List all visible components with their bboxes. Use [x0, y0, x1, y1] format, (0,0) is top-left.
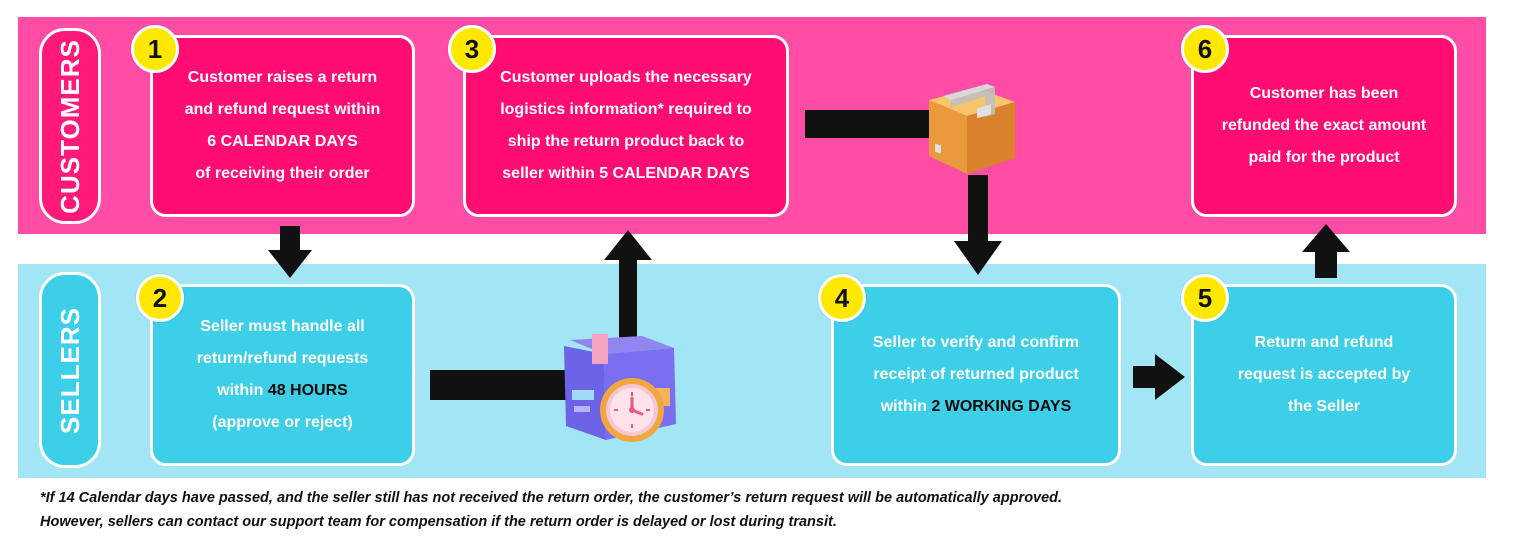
- step-3-text-line-4: seller within 5 CALENDAR DAYS: [502, 158, 749, 190]
- step-3-card: Customer uploads the necessary logistics…: [463, 35, 789, 217]
- package-box-icon: [929, 84, 1015, 174]
- step-5-badge: 5: [1181, 274, 1229, 322]
- step-1-emphasis: 6 CALENDAR DAYS: [207, 133, 358, 150]
- arrow-step4-to-step5: [1133, 354, 1185, 400]
- step-3-text-line-3: ship the return product back to: [507, 133, 745, 150]
- step-2-emphasis: 48 HOURS: [267, 382, 348, 399]
- step-2-card: Seller must handle all return/refund req…: [150, 284, 415, 466]
- step-5-text-line-3: the Seller: [1287, 398, 1361, 415]
- step-3-emphasis: 5 CALENDAR DAYS: [599, 165, 750, 182]
- arrow-step5-to-step6: [1302, 224, 1350, 278]
- step-5-text-line-1: Return and refund: [1254, 334, 1394, 351]
- sellers-lane-label: SELLERS: [39, 272, 101, 468]
- step-1-badge: 1: [131, 25, 179, 73]
- sellers-lane-title: SELLERS: [54, 306, 85, 434]
- footnote-line-1: *If 14 Calendar days have passed, and th…: [40, 490, 1063, 506]
- step-4-text-line-3: within 2 WORKING DAYS: [881, 391, 1072, 423]
- step-5-card: Return and refund request is accepted by…: [1191, 284, 1457, 466]
- step-5-number: 5: [1197, 282, 1213, 313]
- step-2-text-line-2: return/refund requests: [196, 350, 369, 367]
- step-6-text-line-3: paid for the product: [1248, 149, 1400, 166]
- arrow-package-to-step4: [954, 175, 1002, 275]
- step-3-number: 3: [464, 33, 480, 64]
- step-6-badge: 6: [1181, 25, 1229, 73]
- step-5-text-line-2: request is accepted by: [1237, 366, 1411, 383]
- step-2-prefix: within: [217, 382, 268, 399]
- step-3-text-line-1: Customer uploads the necessary: [500, 69, 752, 86]
- footnote-line-2: However, sellers can contact our support…: [40, 514, 837, 530]
- arrow-box-to-step3: [604, 230, 652, 340]
- step-2-text-line-1: Seller must handle all: [200, 318, 365, 335]
- step-4-text-line-2: receipt of returned product: [873, 366, 1079, 383]
- step-3-badge: 3: [448, 25, 496, 73]
- step-1-number: 1: [147, 33, 163, 64]
- step-4-text-line-1: Seller to verify and confirm: [872, 334, 1080, 351]
- step-4-number: 4: [834, 282, 850, 313]
- step-4-badge: 4: [818, 274, 866, 322]
- box-with-clock-icon: [564, 334, 676, 442]
- step-2-number: 2: [152, 282, 168, 313]
- step-2-text-line-3: within 48 HOURS: [217, 375, 348, 407]
- step-2-text-line-4: (approve or reject): [212, 414, 353, 431]
- step-6-number: 6: [1197, 33, 1213, 64]
- customers-lane-title: CUSTOMERS: [54, 38, 85, 214]
- step-6-card: Customer has been refunded the exact amo…: [1191, 35, 1457, 217]
- step-3-prefix: seller within: [502, 165, 600, 182]
- step-4-card: Seller to verify and confirm receipt of …: [831, 284, 1121, 466]
- customers-lane-label: CUSTOMERS: [39, 28, 101, 224]
- step-3-text-line-2: logistics information* required to: [500, 101, 752, 118]
- step-4-emphasis: 2 WORKING DAYS: [931, 398, 1072, 415]
- footnote: *If 14 Calendar days have passed, and th…: [40, 486, 1062, 534]
- step-1-text-line-2: and refund request within: [184, 101, 381, 118]
- step-6-text-line-1: Customer has been: [1249, 85, 1399, 102]
- step-1-card: Customer raises a return and refund requ…: [150, 35, 415, 217]
- step-1-text-line-3: of receiving their order: [195, 165, 370, 182]
- step-4-prefix: within: [880, 398, 932, 415]
- step-6-text-line-2: refunded the exact amount: [1221, 117, 1427, 134]
- arrow-step2-to-box: [430, 370, 570, 400]
- step-1-text-line-1: Customer raises a return: [187, 69, 378, 86]
- arrow-step3-to-package: [805, 110, 930, 138]
- step-2-badge: 2: [136, 274, 184, 322]
- arrow-step1-to-step2: [268, 226, 312, 278]
